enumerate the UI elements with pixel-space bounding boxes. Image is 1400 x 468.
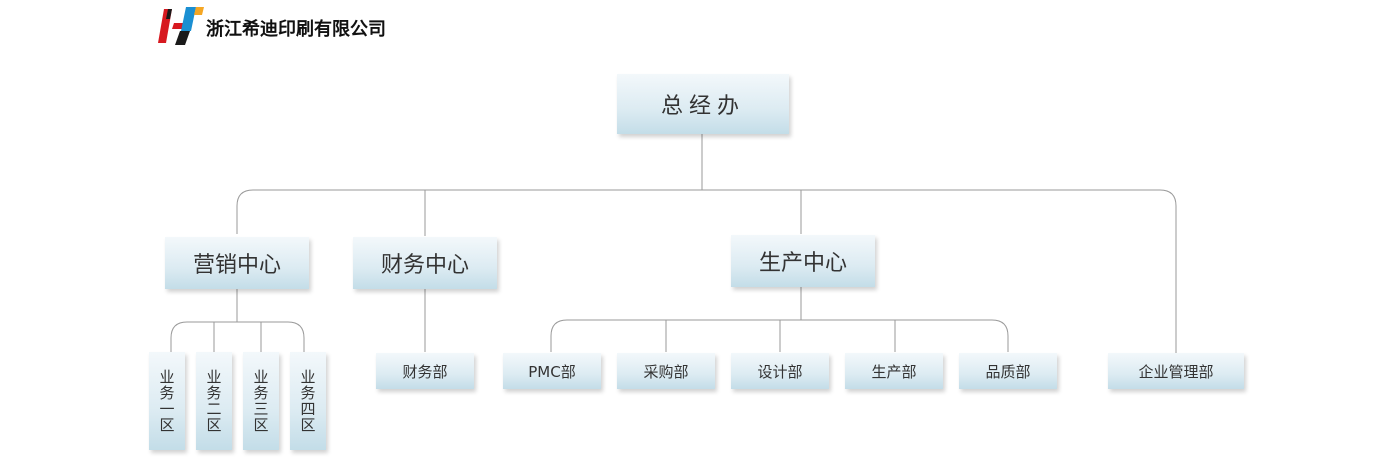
node-business-zone-3: 业务三区	[243, 352, 279, 450]
node-production-dept: 生产部	[845, 353, 943, 389]
node-purchasing-dept: 采购部	[617, 353, 715, 389]
node-quality-dept: 品质部	[959, 353, 1057, 389]
node-business-zone-4: 业务四区	[290, 352, 326, 450]
node-design-dept: 设计部	[731, 353, 829, 389]
node-production-center: 生产中心	[731, 235, 875, 287]
company-logo	[158, 7, 204, 45]
node-business-zone-1: 业务一区	[149, 352, 185, 450]
node-pmc-dept: PMC部	[503, 353, 601, 389]
node-finance-center: 财务中心	[353, 237, 497, 289]
node-finance-dept: 财务部	[376, 353, 474, 389]
node-business-zone-2: 业务二区	[196, 352, 232, 450]
node-marketing-center: 营销中心	[165, 237, 309, 289]
node-enterprise-management-dept: 企业管理部	[1108, 353, 1244, 389]
company-name: 浙江希迪印刷有限公司	[206, 19, 386, 40]
node-general-office: 总经办	[617, 74, 789, 134]
